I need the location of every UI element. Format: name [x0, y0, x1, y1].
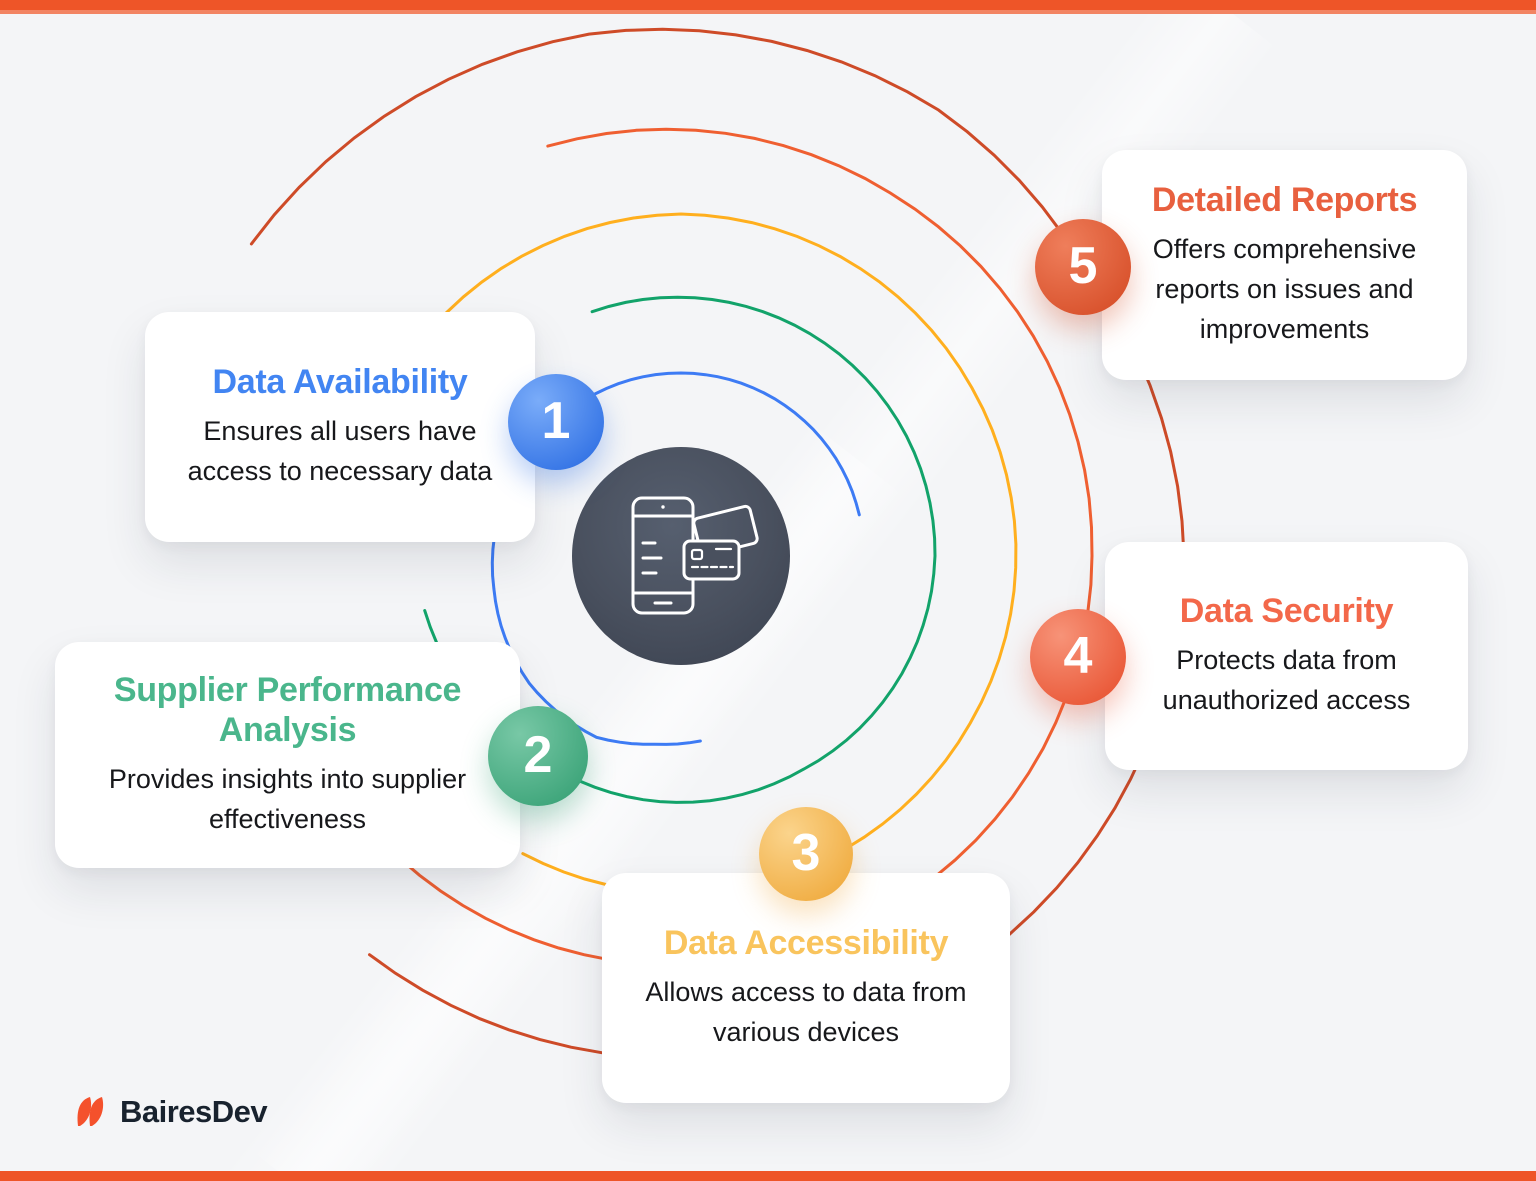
center-circle — [572, 447, 790, 665]
step-number: 3 — [791, 824, 821, 882]
step-number: 1 — [541, 392, 571, 450]
feature-description: Offers comprehensive reports on issues a… — [1152, 234, 1417, 345]
step-circle-1: 1 — [508, 374, 604, 470]
feature-description: Protects data from unauthorized access — [1162, 645, 1411, 716]
step-number: 2 — [523, 726, 553, 784]
step-number: 5 — [1068, 237, 1098, 295]
step-circle-5: 5 — [1035, 219, 1131, 315]
step-circle-4: 4 — [1030, 609, 1126, 705]
feature-card-detailed-reports: Detailed Reports Offers comprehensive re… — [1102, 150, 1467, 380]
step-circle-3: 3 — [759, 807, 853, 901]
logo-mark-icon — [77, 1097, 104, 1126]
step-number: 4 — [1063, 627, 1093, 685]
bairesdev-logo: BairesDev — [76, 1094, 268, 1130]
top-accent-bar — [0, 0, 1536, 14]
feature-description: Provides insights into supplier effectiv… — [108, 764, 467, 835]
feature-card-data-availability: Data Availability Ensures all users have… — [145, 312, 535, 542]
feature-card-supplier-performance: Supplier Performance Analysis Provides i… — [55, 642, 520, 868]
brand-name: BairesDev — [120, 1094, 268, 1129]
feature-card-data-security: Data Security Protects data from unautho… — [1105, 542, 1468, 770]
feature-title: Data Availability — [212, 362, 468, 401]
feature-description: Allows access to data from various devic… — [645, 977, 967, 1048]
feature-description: Ensures all users have access to necessa… — [187, 416, 493, 487]
bottom-accent-bar — [0, 1171, 1536, 1181]
step-circle-2: 2 — [488, 706, 588, 806]
feature-title: Supplier Performance Analysis — [113, 670, 462, 750]
feature-card-data-accessibility: Data Accessibility Allows access to data… — [602, 873, 1010, 1103]
feature-title: Detailed Reports — [1151, 181, 1418, 220]
feature-title: Data Security — [1179, 591, 1394, 630]
feature-title: Data Accessibility — [663, 923, 949, 962]
